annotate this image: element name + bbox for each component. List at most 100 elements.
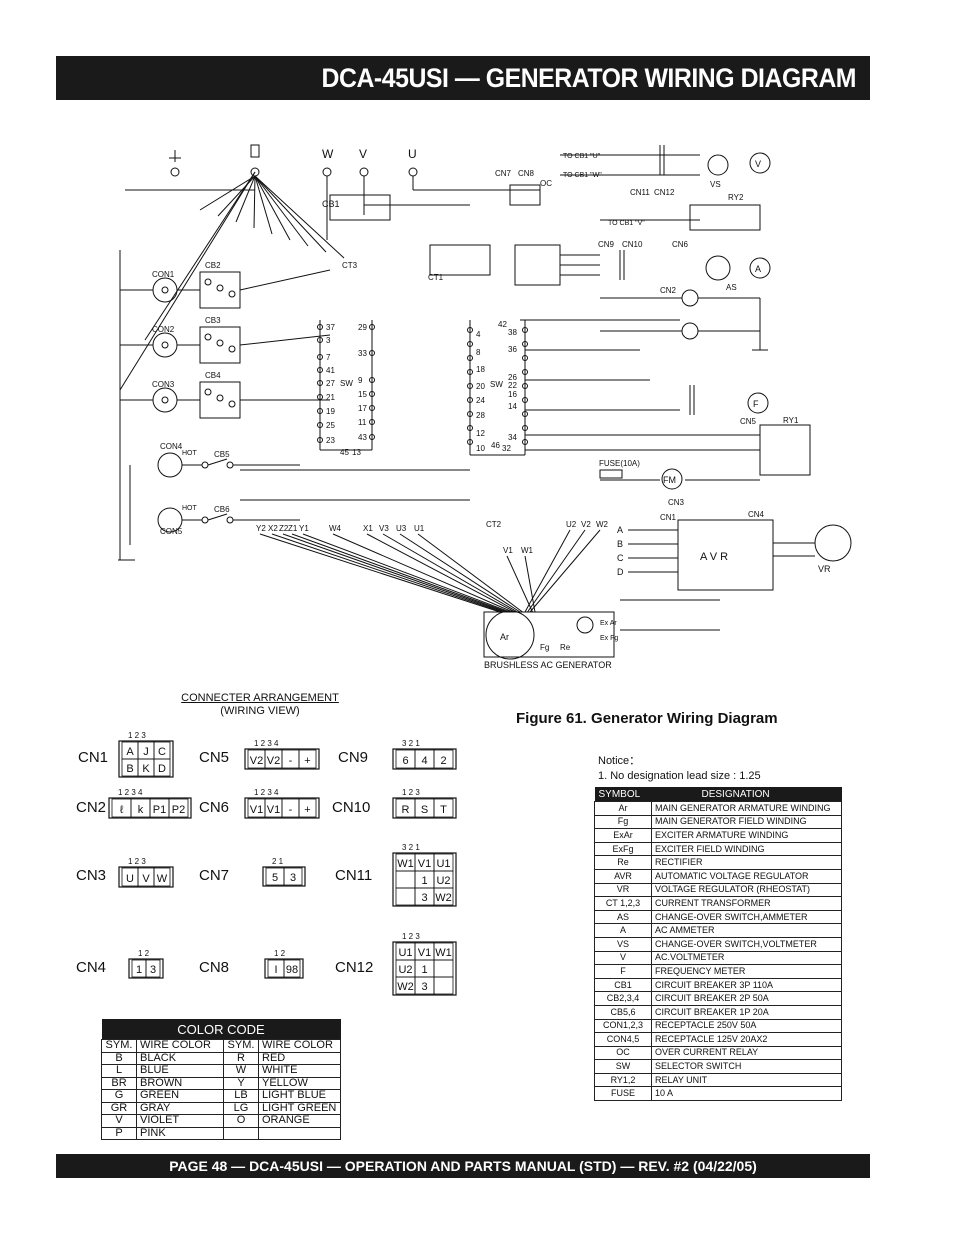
connector-pin-label: - — [289, 804, 293, 816]
connector-pin-label: R — [402, 804, 410, 816]
connector-pin-label: I — [274, 964, 277, 976]
wire-number: 41 — [326, 366, 335, 375]
wire-number: 23 — [326, 436, 335, 445]
wire-number: 38 — [508, 328, 517, 337]
color-sym: G — [101, 1089, 137, 1103]
lead-label: Y2 — [256, 524, 266, 533]
cn-label: CN6 — [672, 240, 689, 249]
color-name: PINK — [136, 1126, 224, 1140]
connector-pin-label: + — [304, 755, 310, 767]
switch-contact — [467, 355, 473, 361]
generator-box — [483, 611, 615, 658]
connector-housing — [244, 748, 320, 770]
connector-pin-numbers: 3 2 1 — [402, 843, 420, 852]
footer-text: PAGE 48 — DCA-45USI — OPERATION AND PART… — [169, 1158, 757, 1174]
connector-housing — [392, 852, 457, 907]
connector-pin-label: U2 — [436, 875, 450, 887]
relay-label: RY2 — [728, 193, 744, 202]
wire-number: 27 — [326, 379, 335, 388]
connector-name: CN11 — [335, 867, 372, 884]
avr-pin-label: C — [617, 553, 624, 563]
connector-name: CN9 — [338, 749, 368, 766]
symbol-cell: CON1,2,3 — [594, 1018, 652, 1034]
lead-label: U1 — [414, 524, 425, 533]
receptacle-pin — [161, 286, 169, 294]
symbol-cell: Re — [594, 855, 652, 870]
wire-number: 29 — [358, 323, 367, 332]
connector-pin-label: 2 — [440, 755, 446, 767]
fuse-label: FUSE(10A) — [599, 459, 640, 468]
wire-number: 14 — [508, 402, 517, 411]
connector-pin-label: 4 — [421, 755, 427, 767]
connector-pin-label: 1 — [421, 875, 427, 887]
connector-housing — [108, 797, 192, 819]
connector-pin-label: 3 — [290, 872, 296, 884]
symbol-cell: CB2,3,4 — [594, 991, 652, 1006]
connector-cell — [153, 758, 171, 777]
switch-label: SW — [340, 379, 353, 388]
meter-f — [747, 392, 769, 414]
wire-number: 16 — [508, 390, 517, 399]
connector-name: CN2 — [76, 799, 106, 816]
cn-label: CN7 — [495, 169, 512, 178]
designation-cell: CIRCUIT BREAKER 3P 110A — [651, 977, 842, 993]
meter-as — [705, 255, 731, 281]
color-sym: GR — [101, 1101, 137, 1115]
switch-contact — [522, 397, 528, 403]
color-header: WIRE COLOR — [136, 1039, 224, 1053]
switch-contact — [467, 383, 473, 389]
designation-cell: AUTOMATIC VOLTAGE REGULATOR — [651, 868, 842, 884]
cb-label: CB3 — [205, 316, 221, 325]
header-bar: DCA-45USI — GENERATOR WIRING DIAGRAM — [56, 56, 870, 100]
connector-pin-numbers: 1 2 3 4 — [254, 739, 279, 748]
designation-cell: EXCITER FIELD WINDING — [651, 841, 842, 857]
switch-contact — [522, 327, 528, 333]
ct-block — [429, 244, 491, 276]
connector-name: CN7 — [199, 867, 229, 884]
connector-pin-label: U — [126, 873, 134, 885]
wire-number: 3 — [326, 336, 331, 345]
wire-number: 21 — [326, 393, 335, 402]
cb-label: CB4 — [205, 371, 221, 380]
color-name: YELLOW — [258, 1076, 341, 1090]
designation-cell: RELAY UNIT — [651, 1072, 842, 1088]
connector-pin-label: k — [138, 804, 144, 816]
breaker-contact — [216, 339, 224, 347]
designation-cell: RECTIFIER — [651, 855, 842, 870]
connector-pin-numbers: 1 2 3 4 — [254, 788, 279, 797]
symbol-cell: RY1,2 — [594, 1072, 652, 1088]
connector-housing — [118, 740, 174, 778]
gen-label: Ar — [500, 632, 509, 642]
lead-label: U2 — [566, 520, 577, 529]
cn-label: CN4 — [748, 510, 765, 519]
cb-label: CB1 — [322, 199, 340, 209]
connector-name: CN5 — [199, 749, 229, 766]
color-sym: BR — [101, 1076, 137, 1090]
connector-cell — [283, 867, 303, 886]
wire-number: 10 — [476, 444, 485, 453]
wire-number: 9 — [358, 376, 363, 385]
connector-cell — [283, 959, 301, 978]
switch-contact — [522, 425, 528, 431]
wire-number: 26 — [508, 373, 517, 382]
designation-cell: FREQUENCY METER — [651, 964, 842, 979]
connector-pin-numbers: 1 2 3 4 — [118, 788, 143, 797]
cb-label: CB2 — [205, 261, 221, 270]
connector-cell — [298, 798, 317, 818]
symbol-cell: V — [594, 950, 652, 966]
designation-cell: MAIN GENERATOR FIELD WINDING — [651, 814, 842, 830]
color-name: GREEN — [136, 1089, 224, 1103]
ct-label: CT3 — [342, 261, 358, 270]
connector-pin-label: V2 — [250, 755, 263, 767]
connector-pin-label: V1 — [267, 804, 280, 816]
connector-pin-label: V1 — [418, 858, 431, 870]
symbol-cell: AS — [594, 909, 652, 925]
